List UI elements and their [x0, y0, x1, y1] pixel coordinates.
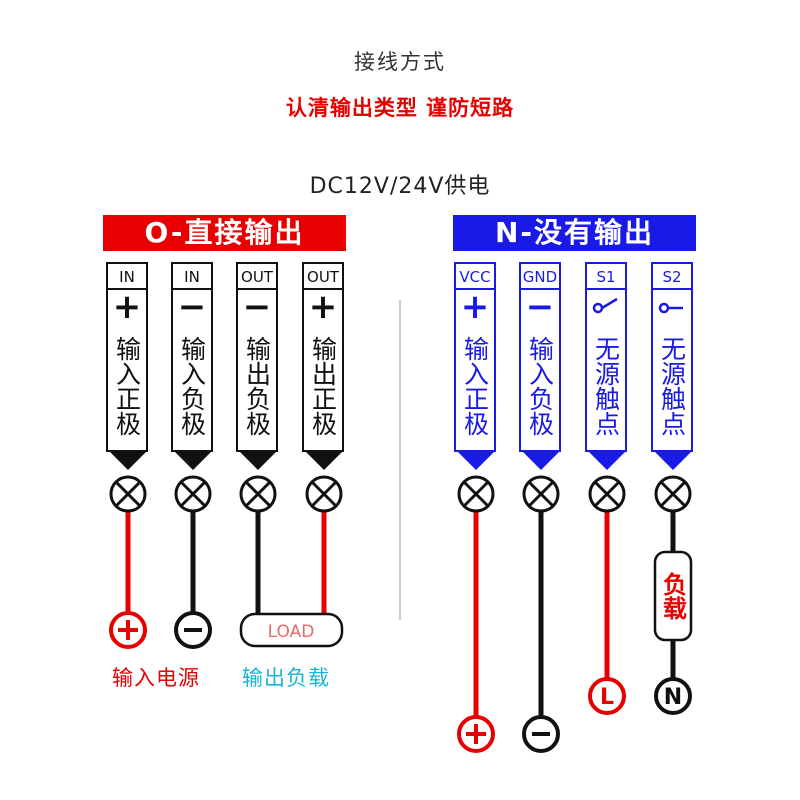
terminal-tip — [304, 450, 344, 470]
terminal-tip — [521, 450, 561, 470]
terminal-tip — [456, 450, 496, 470]
terminal-tip — [108, 450, 148, 470]
plus-sign: + — [460, 287, 490, 327]
screw-icon — [174, 475, 212, 513]
minus-sign: − — [525, 287, 555, 327]
terminal-tips-left — [108, 450, 344, 470]
relay-load-box — [653, 550, 693, 642]
terminal-header: VCC — [459, 268, 491, 286]
minus-sign: − — [242, 287, 272, 327]
relay-load-label: 负载 — [658, 572, 687, 620]
terminal-header: S2 — [662, 268, 682, 286]
direct-output-banner: O-直接输出 — [103, 215, 346, 251]
terminal-tip — [238, 450, 278, 470]
power-supply-label: DC12V/24V供电 — [309, 174, 491, 199]
terminal-description: 输入负极 — [177, 336, 207, 436]
load-label: LOAD — [268, 622, 315, 642]
live-terminal-icon: L — [588, 677, 626, 715]
minus-terminal-icon — [522, 715, 560, 753]
screw-icon — [305, 475, 343, 513]
terminal-out-positive: OUT + 输出正极 — [302, 262, 344, 452]
neutral-terminal-icon: N — [654, 677, 692, 715]
plus-terminal-icon — [109, 611, 147, 649]
terminal-description: 无源触点 — [657, 336, 687, 436]
terminal-header: IN — [184, 268, 200, 286]
terminal-description: 输入正极 — [460, 336, 490, 436]
terminal-header: GND — [522, 268, 558, 286]
screw-icon — [522, 475, 560, 513]
neutral-label: N — [664, 685, 682, 710]
terminal-in-negative: IN − 输入负极 — [171, 262, 213, 452]
screw-icon — [457, 475, 495, 513]
plus-sign: + — [308, 287, 338, 327]
plus-terminal-icon — [457, 715, 495, 753]
terminal-description: 输出负极 — [242, 336, 272, 436]
screw-icon — [239, 475, 277, 513]
output-load-label: 输出负载 — [242, 666, 330, 690]
diagram-title: 接线方式 — [354, 50, 446, 74]
terminal-out-negative: OUT − 输出负极 — [236, 262, 278, 452]
screw-terminals — [109, 475, 692, 513]
screw-icon — [109, 475, 147, 513]
minus-sign: − — [177, 287, 207, 327]
terminal-description: 输入正极 — [112, 336, 142, 436]
contact-icon — [658, 302, 683, 314]
minus-terminal-icon — [174, 611, 212, 649]
screw-icon — [654, 475, 692, 513]
no-output-banner: N-没有输出 — [453, 215, 696, 251]
terminal-tip — [173, 450, 213, 470]
terminal-header: OUT — [307, 268, 339, 286]
terminal-tips-right — [456, 450, 693, 470]
input-power-label: 输入电源 — [112, 666, 200, 690]
terminal-description: 输出正极 — [308, 336, 338, 436]
switch-open-icon — [592, 297, 618, 314]
terminal-tip — [653, 450, 693, 470]
terminal-description: 无源触点 — [591, 336, 621, 436]
terminal-header: OUT — [241, 268, 273, 286]
terminal-gnd: GND − 输入负极 — [519, 262, 561, 452]
terminal-vcc: VCC + 输入正极 — [454, 262, 496, 452]
terminal-tip — [587, 450, 627, 470]
plus-sign: + — [112, 287, 142, 327]
load-box: LOAD — [239, 612, 344, 648]
warning-text: 认清输出类型 谨防短路 — [285, 96, 515, 120]
screw-icon — [588, 475, 626, 513]
terminal-header: S1 — [596, 268, 616, 286]
terminal-description: 输入负极 — [525, 336, 555, 436]
terminal-s2: S2 无源触点 — [651, 262, 693, 452]
live-label: L — [600, 685, 614, 710]
terminal-header: IN — [119, 268, 135, 286]
